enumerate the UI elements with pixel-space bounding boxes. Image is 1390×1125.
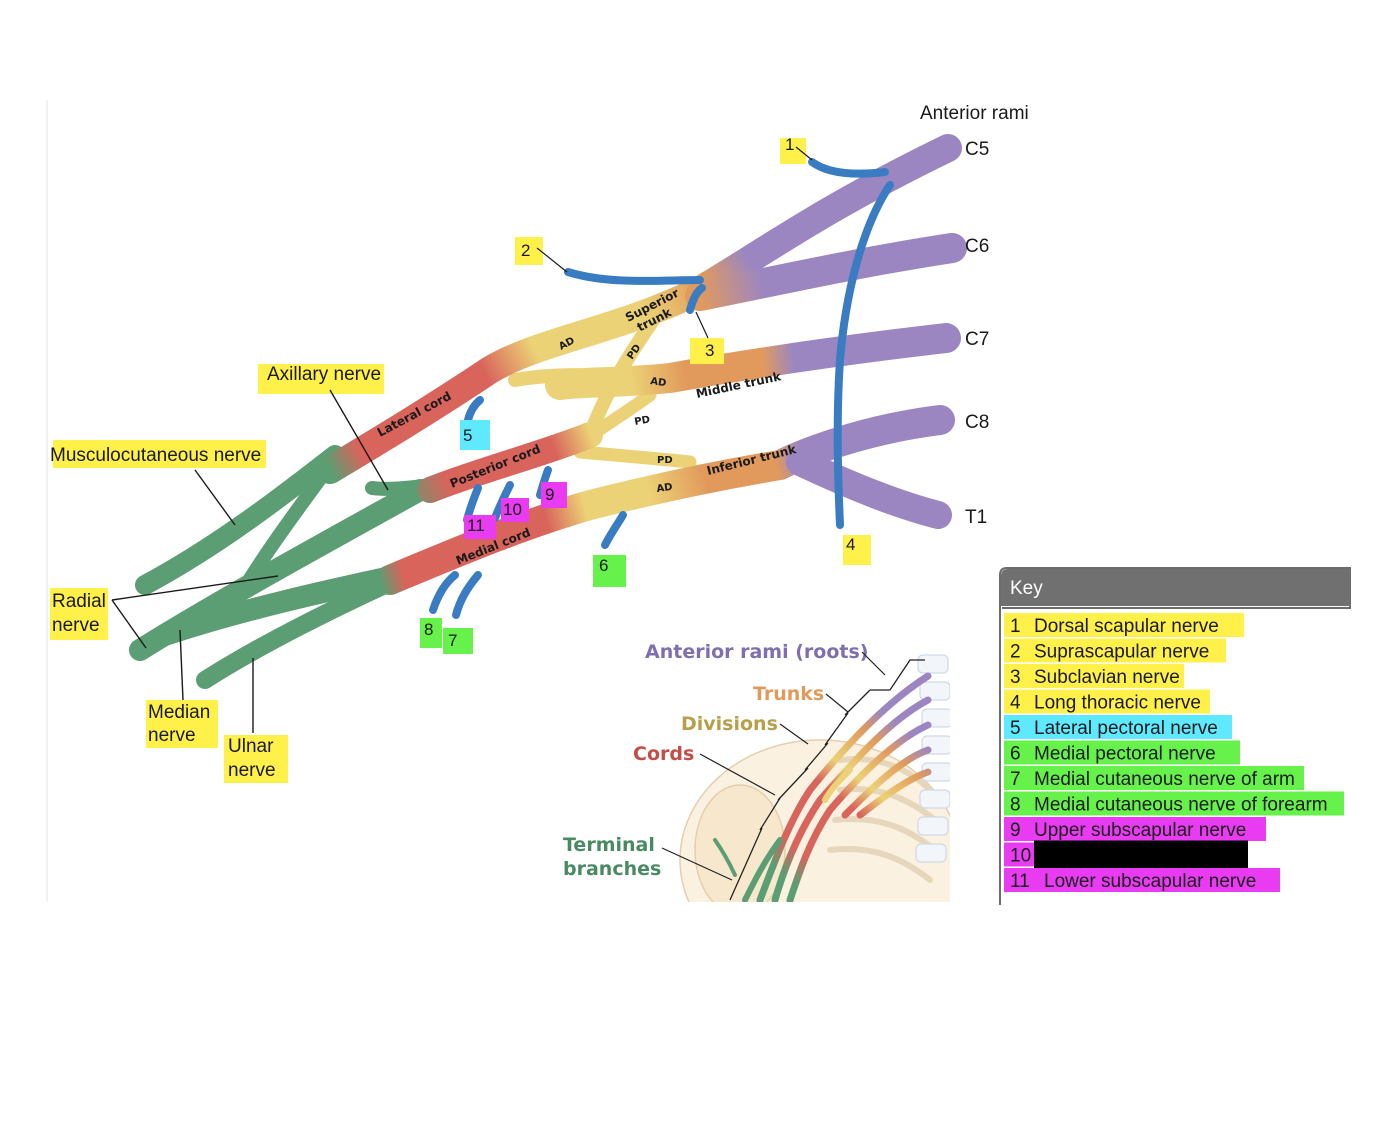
root-label-c7: C7 — [965, 329, 989, 350]
medial-cutaneous-forearm-branch — [429, 571, 459, 614]
key-item-highlight — [1004, 766, 1304, 790]
key-item-number: 11 — [1010, 871, 1030, 892]
key-item-label: Lower subscapular nerve — [1044, 871, 1256, 892]
key-items: 1 Dorsal scapular nerve 2 Suprascapular ner… — [1004, 613, 1344, 892]
suprascapular-branch — [564, 268, 704, 285]
subclavian-branch — [686, 284, 706, 314]
callout-4: 4 — [846, 535, 855, 554]
posterior-cord — [417, 422, 603, 503]
key-item-label: Dorsal scapular nerve — [1034, 616, 1219, 637]
long-thoracic-branch — [833, 181, 894, 529]
c8-inferior-medial — [375, 405, 955, 595]
key-item-label: Lateral pectoral nerve — [1034, 718, 1218, 739]
medial-cutaneous-arm-branch — [452, 571, 482, 619]
ad-label-inferior: AD — [656, 482, 673, 495]
redacted-label-box — [1034, 840, 1248, 871]
inferior-posterior-division — [573, 445, 697, 469]
callout-7: 7 — [448, 631, 457, 650]
c5-superior-lateral — [316, 134, 962, 484]
inset-brackets — [729, 659, 925, 901]
pd-label-middle: PD — [634, 414, 651, 428]
key-item-highlight — [1004, 817, 1266, 841]
key-item-number: 8 — [1010, 795, 1021, 816]
key-item-label: Long thoracic nerve — [1034, 693, 1201, 714]
axillary-nerve-shape — [365, 479, 432, 496]
key-item-highlight — [1004, 740, 1240, 765]
c6-root — [685, 233, 967, 311]
dorsal-scapular-branch — [808, 158, 889, 178]
key-item-label: Upper subscapular nerve — [1034, 820, 1246, 841]
key-item-highlight — [1004, 868, 1280, 892]
key-item-highlight — [1004, 842, 1034, 867]
t1-root — [786, 448, 952, 529]
pd-label-inferior: PD — [657, 455, 673, 466]
nerve-labels: Axillary nerve Musculocutaneous nerve Ra… — [50, 364, 389, 783]
trunks-and-cords — [316, 134, 967, 595]
callout-8: 8 — [424, 620, 433, 639]
callout-10: 10 — [503, 500, 522, 519]
root-label-c6: C6 — [965, 236, 989, 257]
inset-cords-label: Cords — [633, 743, 694, 765]
root-labels: C5 C6 C7 C8 T1 — [965, 139, 989, 528]
ad-label-middle: AD — [650, 376, 667, 389]
callout-9: 9 — [545, 485, 554, 504]
key-item-highlight — [1004, 791, 1344, 816]
callout-5: 5 — [463, 426, 472, 445]
key-item-highlight — [1004, 664, 1184, 688]
key-item-highlight — [1004, 689, 1210, 714]
spine — [915, 654, 950, 863]
key-item-number: 7 — [1010, 769, 1021, 790]
number-callouts: 1 2 3 4 5 6 7 8 9 10 11 — [420, 135, 871, 654]
key-item-number: 2 — [1010, 642, 1021, 663]
key-item-number: 3 — [1010, 667, 1021, 688]
key-item-number: 4 — [1010, 693, 1021, 714]
key-item-number: 10 — [1010, 846, 1031, 867]
key-item-highlight — [1004, 715, 1232, 739]
key-panel: Key 1 Dorsal scapular nerve 2 Suprascapular… — [999, 567, 1351, 905]
callout-3: 3 — [705, 341, 714, 360]
inset-divisions-label: Divisions — [681, 713, 778, 735]
musculocutaneous-nerve-label: Musculocutaneous nerve — [50, 445, 261, 466]
key-item-label: Suprascapular nerve — [1034, 642, 1209, 663]
key-title: Key — [1010, 578, 1043, 599]
key-item-number: 5 — [1010, 718, 1021, 739]
callout-11: 11 — [467, 516, 485, 535]
inset-labels: Anterior rami (roots) Trunks Divisions C… — [563, 641, 886, 881]
key-item-number: 9 — [1010, 820, 1021, 841]
key-item-highlight — [1004, 613, 1244, 637]
ulnar-nerve-shape — [196, 569, 409, 689]
key-item-number: 6 — [1010, 744, 1021, 765]
c7-middle-trunk — [545, 323, 961, 400]
callout-2: 2 — [521, 241, 530, 260]
lateral-pectoral-branch — [464, 396, 484, 424]
root-label-c5: C5 — [965, 139, 989, 160]
key-item-number: 1 — [1010, 616, 1021, 637]
callout-1: 1 — [785, 135, 794, 154]
inset-overview — [679, 654, 950, 902]
root-label-t1: T1 — [965, 507, 987, 528]
callout-6: 6 — [599, 556, 608, 575]
inset-trunks-label: Trunks — [753, 683, 824, 705]
upper-subscapular-branch — [536, 466, 552, 499]
key-item-label: Subclavian nerve — [1034, 667, 1180, 688]
key-item-label: Medial pectoral nerve — [1034, 744, 1216, 765]
axillary-nerve-label: Axillary nerve — [267, 364, 381, 385]
key-item-highlight — [1004, 638, 1226, 663]
key-item-label: Medial cutaneous nerve of forearm — [1034, 795, 1328, 816]
inset-plexus — [713, 672, 932, 902]
anterior-rami-heading: Anterior rami — [920, 103, 1029, 124]
root-label-c8: C8 — [965, 412, 989, 433]
key-item-label: Medial cutaneous nerve of arm — [1034, 769, 1295, 790]
medial-pectoral-branch — [601, 511, 627, 549]
inset-rami-label: Anterior rami (roots) — [645, 641, 868, 663]
